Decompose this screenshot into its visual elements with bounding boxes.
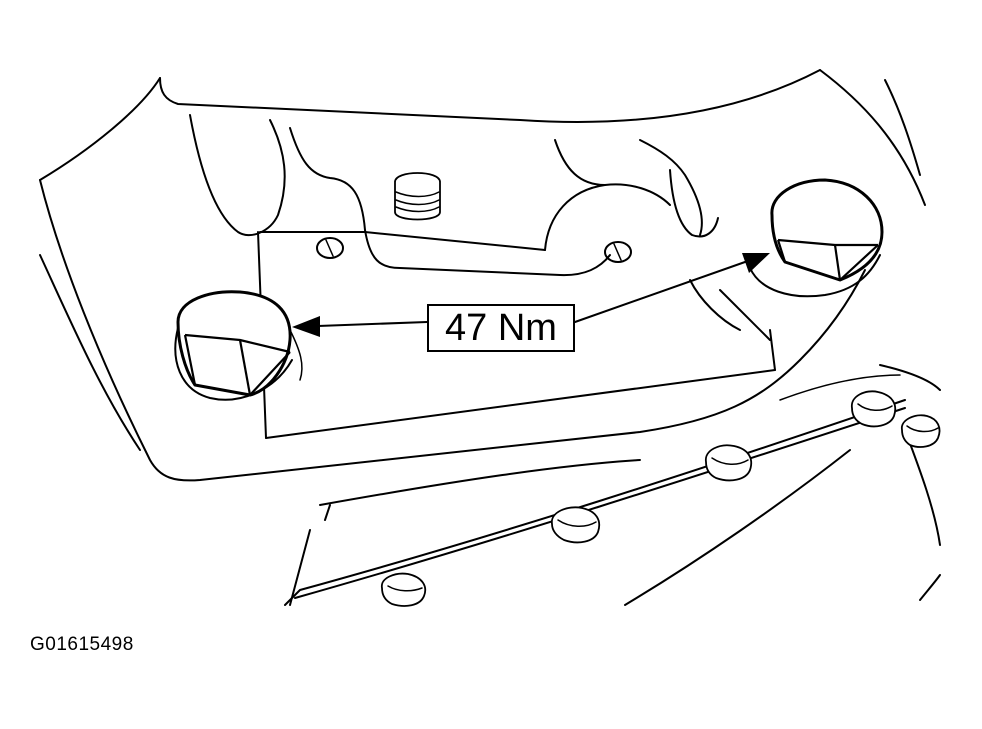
bracket-hole-right <box>604 241 632 263</box>
mount-bolt-right <box>749 178 884 298</box>
flange-bolt-4 <box>851 390 897 428</box>
flange-bolts <box>381 390 941 607</box>
mount-bolt-left <box>174 290 293 401</box>
lower-housing <box>284 364 941 606</box>
mount-bracket <box>189 114 776 439</box>
flange-bolt-3 <box>705 444 753 482</box>
figure-id: G01615498 <box>30 634 134 655</box>
flange-bolt-5 <box>901 414 941 448</box>
flange-bolt-2 <box>551 506 601 544</box>
torque-callout: 47 Nm <box>427 304 575 352</box>
torque-leader-arrows <box>292 253 770 337</box>
arrow-head-left <box>292 316 320 337</box>
upper-casting <box>39 69 926 482</box>
bracket-hole-left <box>316 237 344 259</box>
flange-bolt-1 <box>381 572 427 607</box>
torque-value: 47 Nm <box>445 307 557 349</box>
locating-dowel <box>394 172 441 221</box>
arrow-head-right <box>742 253 770 273</box>
